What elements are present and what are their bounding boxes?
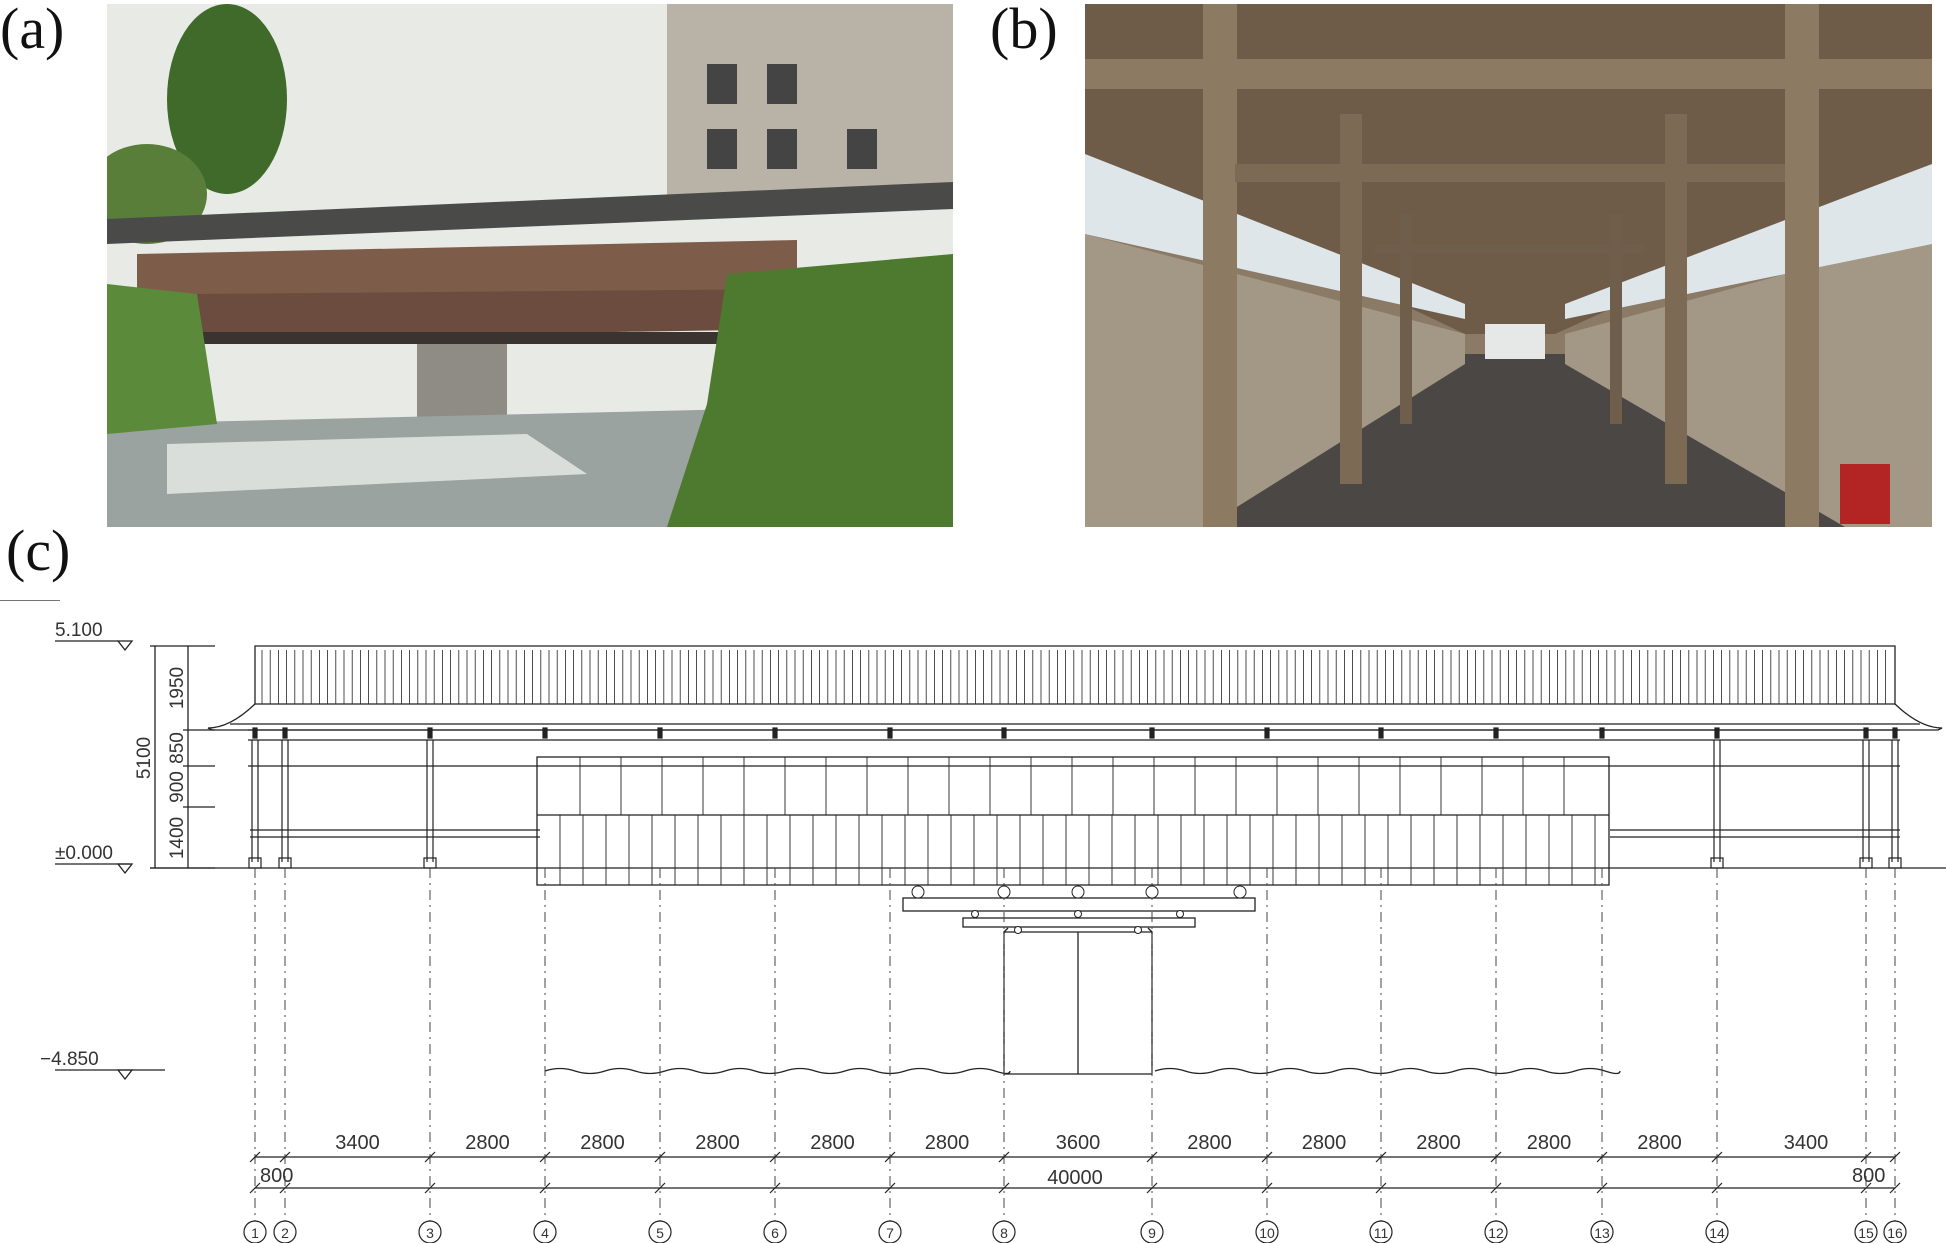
- span-dim-label: 2800: [1416, 1132, 1461, 1154]
- elevation-river-label: −4.850: [40, 1049, 99, 1070]
- bridge-interior-photo: [1085, 4, 1932, 527]
- axis-bubble: 2: [273, 1220, 297, 1243]
- span-dim-label: 2800: [1302, 1132, 1347, 1154]
- axis-bubble: 1: [243, 1220, 267, 1243]
- span-dim-label: 2800: [465, 1132, 510, 1154]
- span-dim-label: 2800: [810, 1132, 855, 1154]
- axis-bubble: 14: [1705, 1220, 1729, 1243]
- axis-number: 7: [886, 1225, 894, 1241]
- axis-number: 14: [1709, 1225, 1725, 1241]
- end-dim-right: 800: [1852, 1165, 1885, 1187]
- axis-bubble: 10: [1255, 1220, 1279, 1243]
- axis-number: 1: [251, 1225, 259, 1241]
- axis-number: 10: [1259, 1225, 1275, 1241]
- span-dim-label: 2800: [1187, 1132, 1232, 1154]
- span-dim-label: 2800: [580, 1132, 625, 1154]
- axis-number: 2: [281, 1225, 289, 1241]
- axis-number: 8: [1000, 1225, 1008, 1241]
- span-dim-label: 2800: [925, 1132, 970, 1154]
- vertical-dim-roof: 1950: [167, 667, 188, 709]
- axis-bubble: 6: [763, 1220, 787, 1243]
- axis-bubble: 8: [992, 1220, 1016, 1243]
- axis-bubble: 16: [1883, 1220, 1907, 1243]
- axis-number: 9: [1148, 1225, 1156, 1241]
- vertical-dim-rail: 900: [167, 771, 188, 803]
- panel-label-c: (c): [6, 518, 71, 583]
- axis-bubble: 11: [1369, 1220, 1393, 1243]
- axis-number: 4: [541, 1225, 549, 1241]
- span-dim-label: 2800: [1637, 1132, 1682, 1154]
- axis-bubble: 3: [418, 1220, 442, 1243]
- axis-number: 11: [1374, 1225, 1389, 1241]
- axis-bubble: 7: [878, 1220, 902, 1243]
- elevation-ground-label: ±0.000: [55, 843, 113, 864]
- span-dim-label: 3400: [1784, 1132, 1829, 1154]
- vertical-dim-base: 1400: [167, 817, 188, 859]
- axis-number: 16: [1887, 1225, 1903, 1241]
- end-dim-left: 800: [260, 1165, 293, 1187]
- axis-bubble: 13: [1590, 1220, 1614, 1243]
- axis-bubble: 4: [533, 1220, 557, 1243]
- vertical-dim-total: 5100: [134, 737, 155, 779]
- axis-bubble: 12: [1484, 1220, 1508, 1243]
- panel-label-a: (a): [0, 0, 65, 61]
- axis-number: 3: [426, 1225, 434, 1241]
- axis-number: 5: [656, 1225, 664, 1241]
- axis-bubble: 5: [648, 1220, 672, 1243]
- axis-number: 12: [1488, 1225, 1504, 1241]
- axis-number: 13: [1594, 1225, 1610, 1241]
- span-dim-label: 3400: [335, 1132, 380, 1154]
- axis-number: 15: [1858, 1225, 1874, 1241]
- bridge-exterior-photo: [107, 4, 953, 527]
- axis-bubble: 15: [1854, 1220, 1878, 1243]
- panel-label-b: (b): [990, 0, 1058, 61]
- vertical-dim-eave: 850: [167, 732, 188, 764]
- span-dim-label: 3600: [1056, 1132, 1101, 1154]
- elevation-top-label: 5.100: [55, 620, 103, 641]
- total-length-label: 40000: [1047, 1167, 1103, 1189]
- axis-bubble: 9: [1140, 1220, 1164, 1243]
- span-dim-label: 2800: [1527, 1132, 1572, 1154]
- span-dim-label: 2800: [695, 1132, 740, 1154]
- axis-number: 6: [771, 1225, 779, 1241]
